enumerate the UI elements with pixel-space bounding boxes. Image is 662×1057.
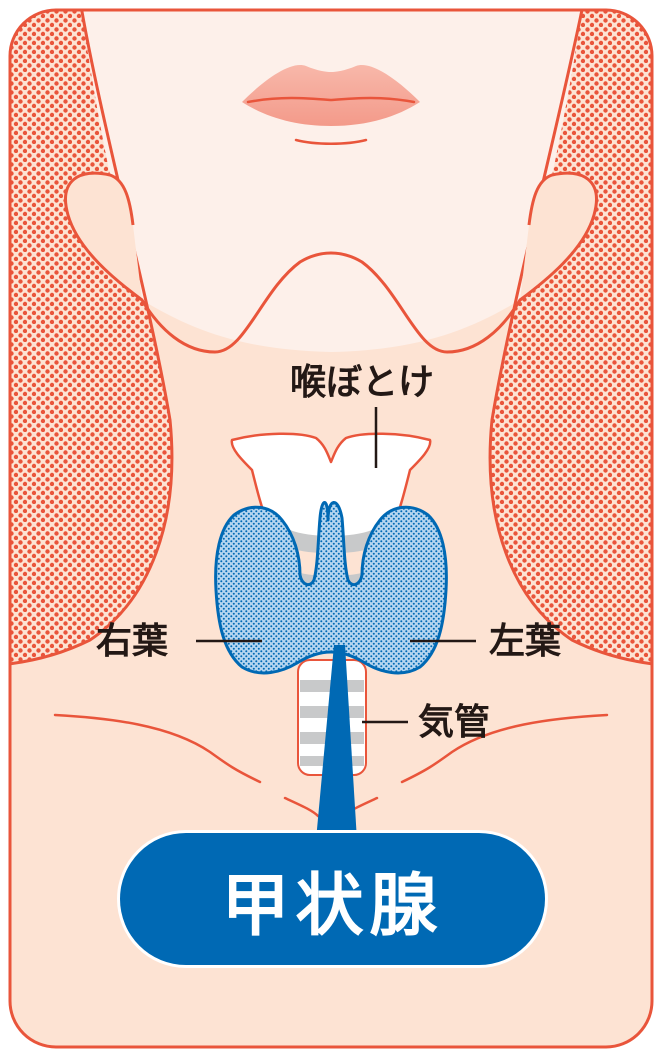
label-trachea: 気管 (418, 705, 490, 741)
label-left-lobe: 左葉 (489, 624, 561, 660)
label-right-lobe: 右葉 (96, 624, 168, 660)
label-adams-apple: 喉ぼとけ (290, 365, 434, 401)
thyroid-gland (216, 502, 447, 672)
diagram-title: 甲状腺 (120, 833, 545, 965)
face-area (80, 0, 584, 352)
